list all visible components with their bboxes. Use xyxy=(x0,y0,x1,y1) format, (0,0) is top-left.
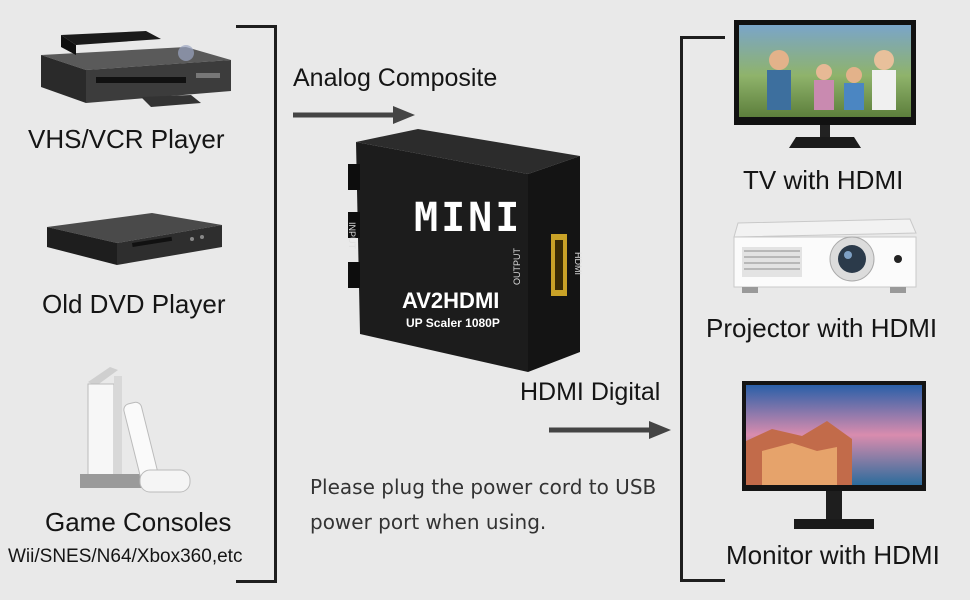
vhs-player-icon xyxy=(41,31,231,107)
dvd-player-icon xyxy=(47,213,222,265)
monitor-icon xyxy=(742,381,926,529)
game-examples-label: Wii/SNES/N64/Xbox360,etc xyxy=(8,546,243,567)
output-signal-label: HDMI Digital xyxy=(520,378,661,406)
device-subtitle: UP Scaler 1080P xyxy=(406,316,500,330)
dvd-label: Old DVD Player xyxy=(42,289,226,319)
source-bracket xyxy=(236,25,277,583)
device-hdmi-label: HDMI xyxy=(573,252,583,275)
output-arrow-icon xyxy=(549,421,671,439)
device-input-label: INPUT xyxy=(347,222,357,249)
power-note-line2: power port when using. xyxy=(310,510,547,534)
game-label: Game Consoles xyxy=(45,507,232,537)
input-arrow-icon xyxy=(293,106,415,124)
display-bracket xyxy=(680,36,725,582)
tv-icon xyxy=(734,20,916,148)
monitor-label: Monitor with HDMI xyxy=(726,540,940,570)
projector-label: Projector with HDMI xyxy=(706,313,938,343)
input-signal-label: Analog Composite xyxy=(293,64,498,92)
game-console-icon xyxy=(80,367,191,493)
converter-device xyxy=(348,129,580,372)
power-note: Please plug the power cord to USB power … xyxy=(310,470,656,540)
tv-label: TV with HDMI xyxy=(743,165,904,195)
device-brand: MINI xyxy=(414,195,523,241)
vhs-label: VHS/VCR Player xyxy=(28,124,225,154)
power-note-line1: Please plug the power cord to USB xyxy=(310,475,657,499)
device-model: AV2HDMI xyxy=(402,288,500,313)
device-output-label: OUTPUT xyxy=(512,248,522,285)
projector-icon xyxy=(733,218,917,293)
